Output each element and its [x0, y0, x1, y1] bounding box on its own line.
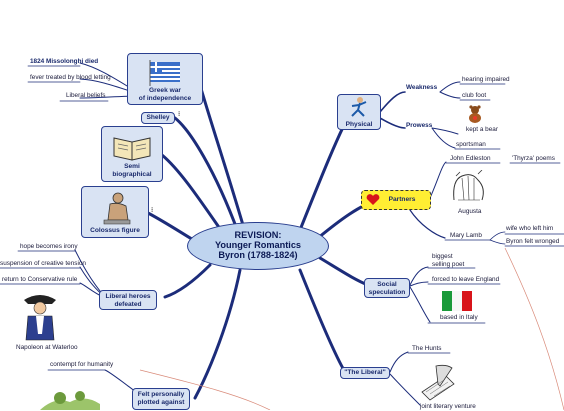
branch-felt — [193, 268, 242, 400]
liberal-heroes-child-2: return to Conservative rule — [2, 276, 78, 283]
liberal-heroes-child-1: suspension of creative tension — [0, 260, 86, 267]
athlete-icon — [351, 97, 367, 117]
shelley-link-marker: ⁝ — [178, 111, 181, 118]
greek-war-child-0: 1824 Missolonghi died — [30, 58, 99, 65]
partners-child-1: 'Thyrza' poems — [512, 155, 555, 162]
greek-flag-icon — [149, 60, 180, 86]
prowess-label[interactable]: Prowess — [406, 122, 433, 129]
branch-liberal-heroes — [163, 263, 212, 299]
felt-plotted-label1: Felt personally — [137, 391, 185, 398]
felt-plotted-label2: plotted against — [137, 399, 185, 406]
central-topic-line3: Byron (1788-1824) — [218, 250, 298, 260]
central-topic[interactable]: REVISION: Younger Romantics Byron (1788-… — [187, 222, 329, 270]
napoleon-caption: Napoleon at Waterloo — [16, 344, 78, 351]
branch-social — [318, 256, 370, 287]
colossus-label: Colossus figure — [90, 227, 140, 234]
partners-child-3: Mary Lamb — [450, 232, 482, 239]
shelley-label: Shelley — [146, 114, 170, 121]
topic-the-liberal[interactable]: "The Liberal" — [340, 367, 390, 379]
weakness-child-1: club foot — [462, 92, 487, 99]
branch-liberal — [298, 268, 347, 374]
social-label1: Social — [377, 281, 397, 288]
quill-writing-icon — [421, 364, 455, 401]
topic-shelley[interactable]: Shelley — [141, 112, 175, 124]
liberal-child-0: The Hunts — [412, 345, 442, 352]
topic-social-speculation[interactable]: Social speculation — [364, 278, 410, 298]
greek-war-child-2: Liberal beliefs — [66, 92, 106, 99]
partners-child-2: Augusta — [458, 208, 482, 215]
bear-icon — [469, 105, 481, 123]
partners-child-5: Byron felt wronged — [506, 238, 560, 245]
landscape-icon — [40, 391, 100, 410]
lyre-sketch-icon — [453, 170, 484, 201]
semi-bio-label1: Semi — [124, 163, 140, 170]
topic-partners[interactable]: Partners — [361, 190, 431, 210]
thinker-statue-icon — [103, 192, 131, 225]
liberal-heroes-label1: Liberal heroes — [105, 293, 151, 300]
liberal-heroes-label2: defeated — [114, 301, 142, 308]
social-child-0: biggest — [432, 253, 453, 260]
social-child-1: selling poet — [432, 261, 465, 268]
central-topic-line2: Younger Romantics — [214, 240, 302, 250]
social-child-3: based in Italy — [440, 314, 478, 321]
heart-icon — [366, 194, 380, 205]
central-topic-line1: REVISION: — [234, 230, 282, 240]
colossus-link-marker: ⁝ — [151, 207, 154, 214]
greek-war-label1: Greek war — [149, 87, 181, 94]
book-icon — [113, 137, 151, 161]
partners-child-0: John Edleston — [450, 155, 491, 162]
topic-liberal-heroes[interactable]: Liberal heroes defeated — [99, 290, 157, 310]
italian-flag-icon — [442, 291, 472, 311]
partners-label: Partners — [388, 196, 416, 203]
napoleon-icon — [24, 295, 56, 341]
weakness-child-0: hearing impaired — [462, 76, 510, 83]
liberal-label: "The Liberal" — [344, 369, 386, 376]
liberal-heroes-child-0: hope becomes irony — [20, 243, 78, 250]
liberal-child-1: joint literary venture — [420, 403, 476, 410]
branch-shelley — [173, 116, 240, 234]
physical-label: Physical — [345, 121, 373, 128]
social-child-2: forced to leave England — [432, 276, 500, 283]
weakness-label[interactable]: Weakness — [406, 84, 438, 91]
branch-greek-war — [198, 83, 247, 234]
topic-felt-plotted[interactable]: Felt personally plotted against — [132, 388, 190, 410]
greek-war-label2: of independence — [138, 95, 192, 102]
semi-bio-label2: biographical — [112, 171, 152, 178]
prowess-child-1: sportsman — [456, 141, 486, 148]
partners-child-4: wife who left him — [506, 225, 554, 232]
greek-war-child-1: fever treated by blood letting — [30, 74, 111, 81]
branch-semi-bio — [160, 153, 227, 238]
felt-plotted-child-0: contempt for humanity — [50, 361, 114, 368]
social-label2: speculation — [368, 289, 406, 296]
prowess-child-0: kept a bear — [466, 126, 498, 133]
